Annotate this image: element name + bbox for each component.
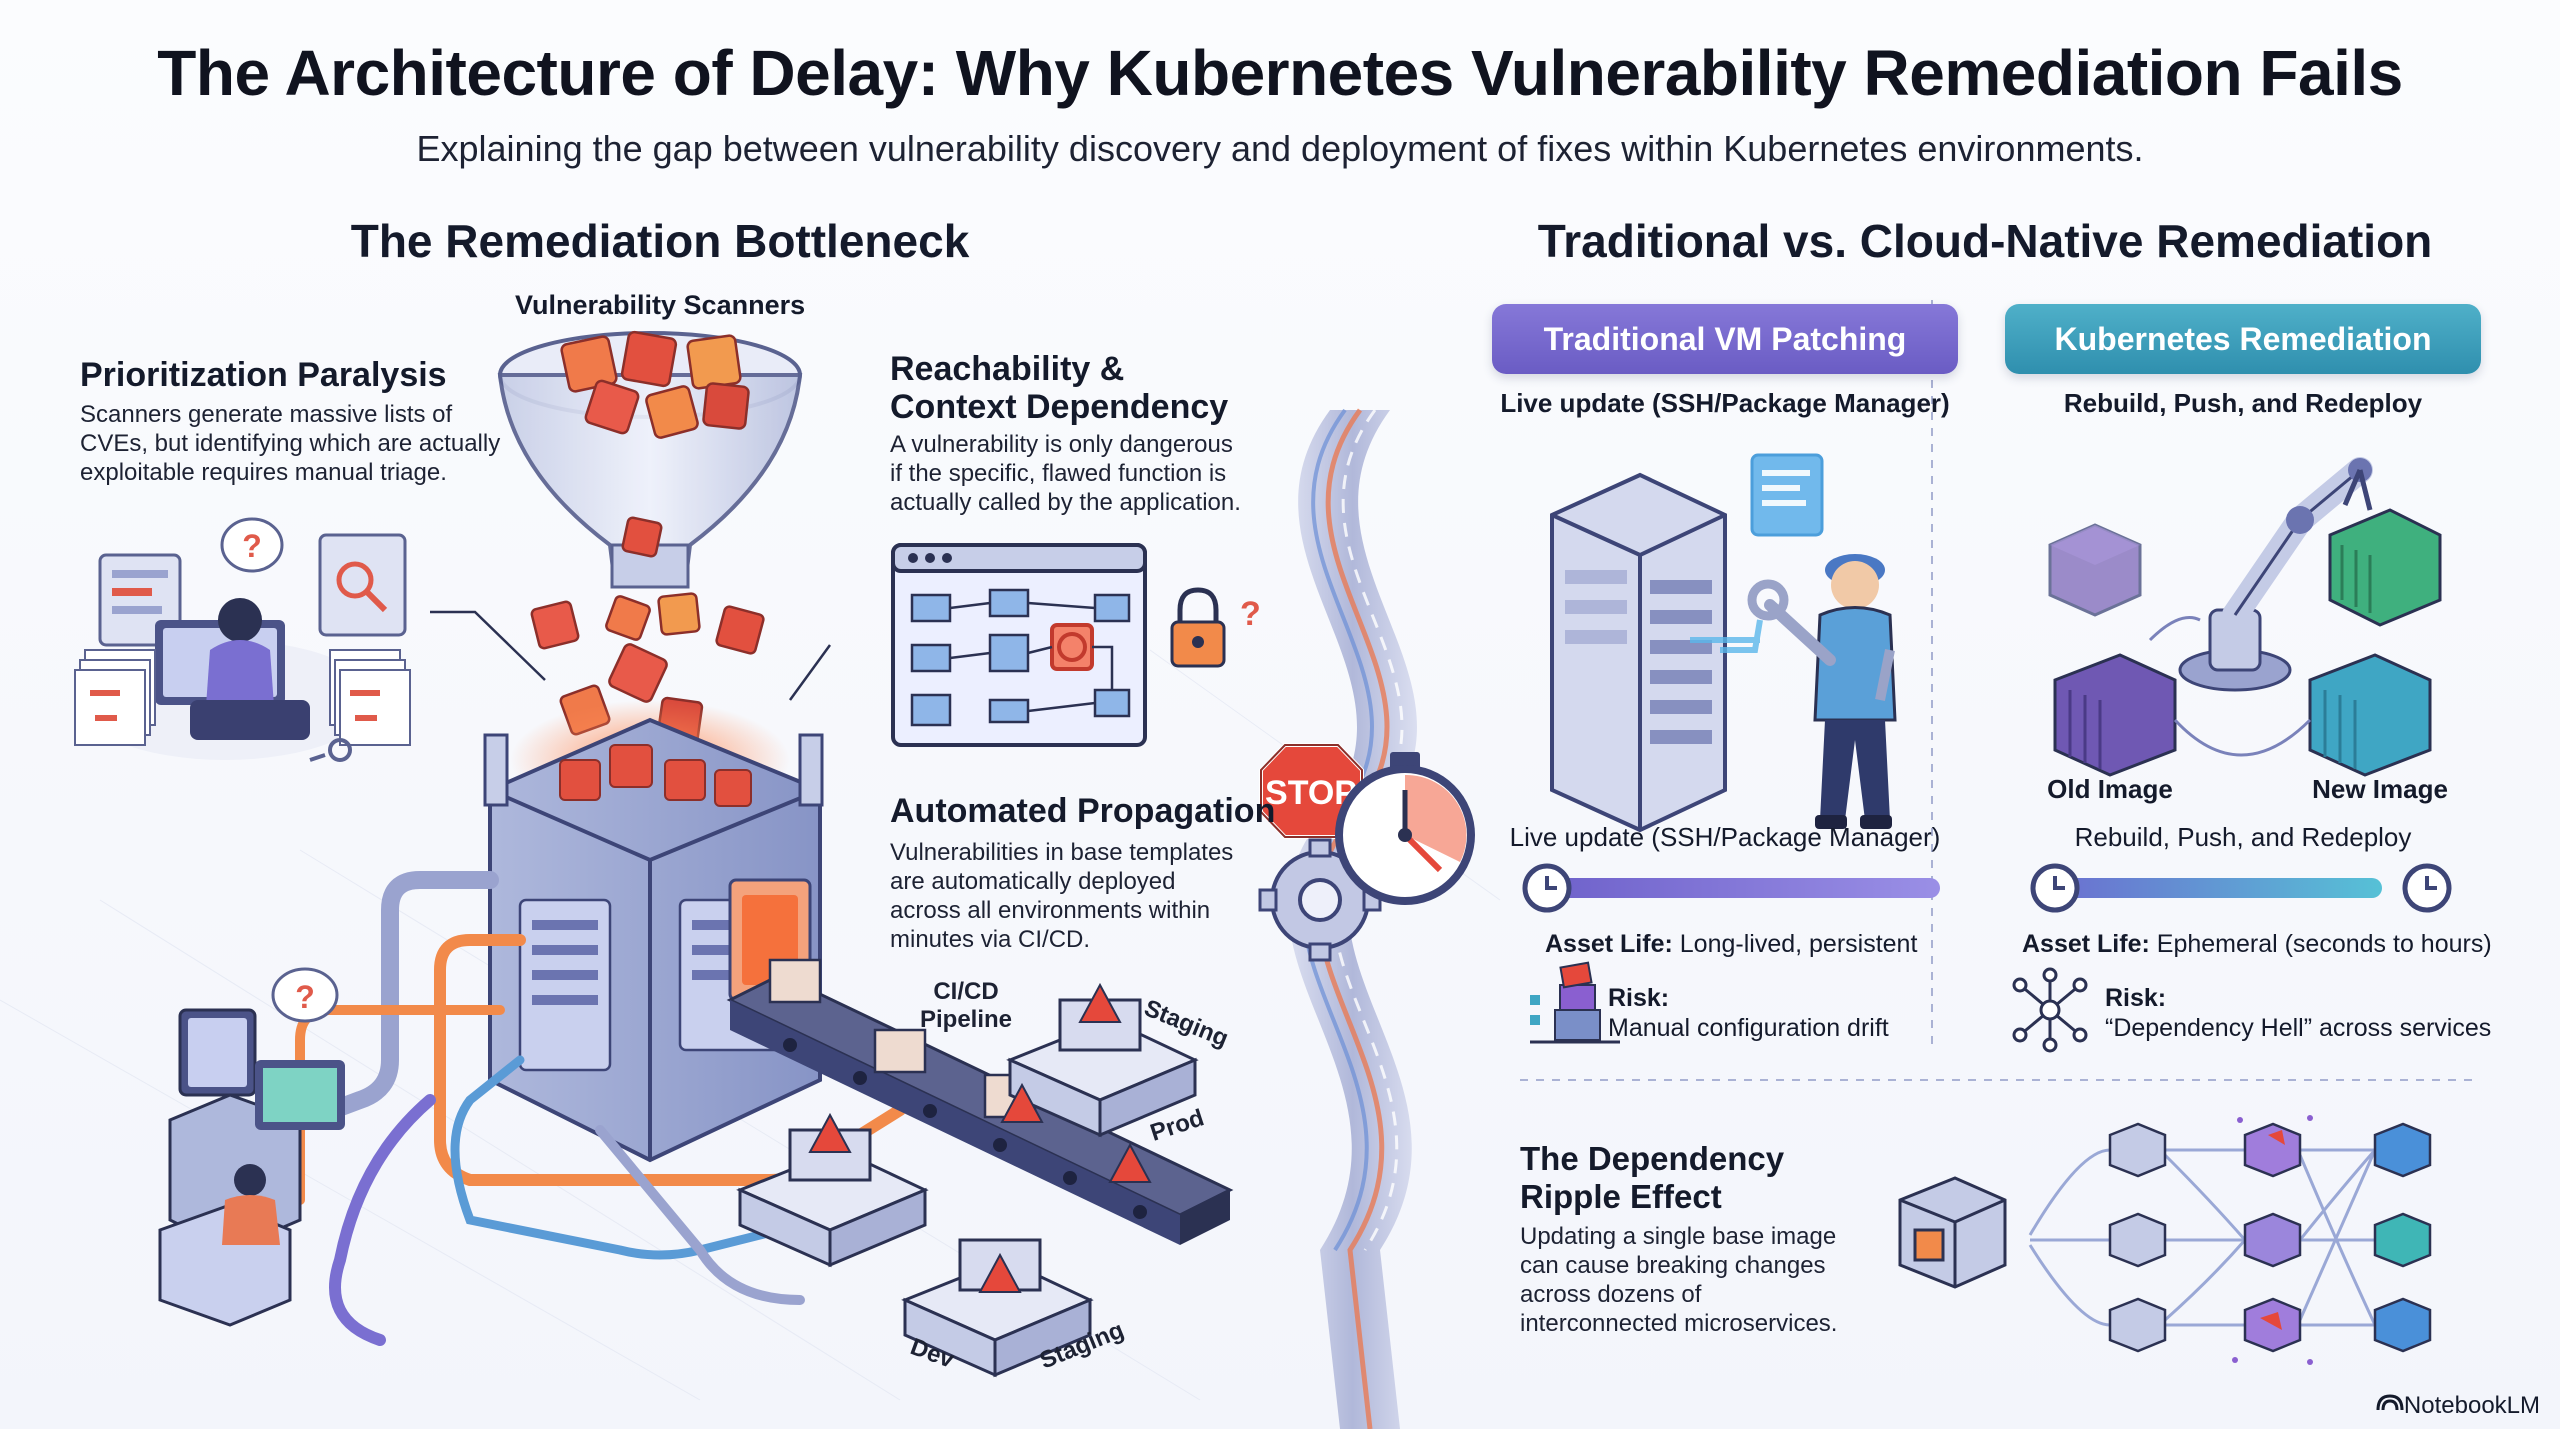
page-subtitle: Explaining the gap between vulnerability… — [416, 128, 2144, 169]
traditional-asset-life: Asset Life: Long-lived, persistent — [1545, 930, 1918, 958]
paralysis-heading: Prioritization Paralysis — [80, 356, 447, 394]
callout-lines — [430, 610, 832, 701]
lock-question-icon: ? — [1170, 587, 1261, 668]
brand-watermark: NotebookLM — [2403, 1392, 2540, 1419]
kubernetes-remediation-header: Kubernetes Remediation — [2005, 304, 2481, 374]
scanners-label: Vulnerability Scanners — [515, 290, 806, 320]
pipeline-label: CI/CD Pipeline — [920, 978, 1013, 1033]
svg-text:?: ? — [295, 979, 315, 1015]
network-hub-icon — [2012, 967, 2088, 1053]
stopwatch-icon — [1335, 752, 1475, 905]
worker-wrench-icon — [1747, 554, 1897, 829]
server-icon — [1550, 453, 1824, 833]
new-image-label: New Image — [2312, 774, 2448, 804]
notebooklm-logo-icon — [2376, 1394, 2404, 1411]
right-section-title: Traditional vs. Cloud-Native Remediation — [1537, 215, 2433, 267]
kubernetes-caption-top: Rebuild, Push, and Redeploy — [2063, 388, 2423, 418]
paralysis-text: Scanners generate massive lists of CVEs,… — [80, 401, 501, 486]
stage-platforms — [736, 982, 1199, 1378]
svg-text:?: ? — [1240, 595, 1261, 633]
analyst-illustration: ? — [74, 517, 411, 762]
propagation-heading: Automated Propagation — [890, 792, 1276, 830]
kubernetes-asset-life: Asset Life: Ephemeral (seconds to hours) — [2022, 930, 2492, 958]
drift-blocks-icon — [1530, 961, 1620, 1044]
blueprint-grid — [0, 649, 1501, 1401]
reachability-heading: Reachability & Context Dependency — [890, 350, 1229, 426]
ci-cd-conveyor — [726, 958, 1234, 1245]
ripple-network — [1898, 1115, 2432, 1365]
secondary-analyst: ? — [158, 967, 345, 1327]
old-image-label: Old Image — [2047, 774, 2173, 804]
svg-text:?: ? — [242, 528, 262, 564]
robot-arm-icon — [2178, 457, 2373, 692]
kubernetes-risk-label: Risk: — [2105, 984, 2167, 1012]
traditional-risk-value: Manual configuration drift — [1608, 1014, 1889, 1042]
ripple-text: Updating a single base image can cause b… — [1520, 1223, 1838, 1337]
traditional-vm-patching-header: Traditional VM Patching — [1492, 304, 1958, 374]
traditional-risk-label: Risk: — [1608, 984, 1670, 1012]
ripple-heading: The Dependency Ripple Effect — [1520, 1140, 1785, 1215]
code-path-diagram — [891, 543, 1147, 747]
traditional-caption-bottom: Live update (SSH/Package Manager) — [1509, 822, 1941, 852]
container-icons — [2048, 508, 2442, 777]
traditional-caption-top: Live update (SSH/Package Manager) — [1500, 388, 1950, 418]
page-title: The Architecture of Delay: Why Kubernete… — [157, 37, 2403, 109]
kubernetes-caption-bottom: Rebuild, Push, and Redeploy — [2074, 822, 2412, 852]
asset-life-bar-traditional — [1522, 863, 1940, 913]
kubernetes-risk-value: “Dependency Hell” across services — [2105, 1014, 2492, 1042]
left-section-title: The Remediation Bottleneck — [350, 215, 970, 267]
remediation-machine — [483, 700, 824, 1163]
asset-life-bar-kubernetes — [2030, 863, 2452, 913]
propagation-text: Vulnerabilities in base templates are au… — [890, 839, 1234, 953]
reachability-text: A vulnerability is only dangerous if the… — [890, 431, 1241, 516]
